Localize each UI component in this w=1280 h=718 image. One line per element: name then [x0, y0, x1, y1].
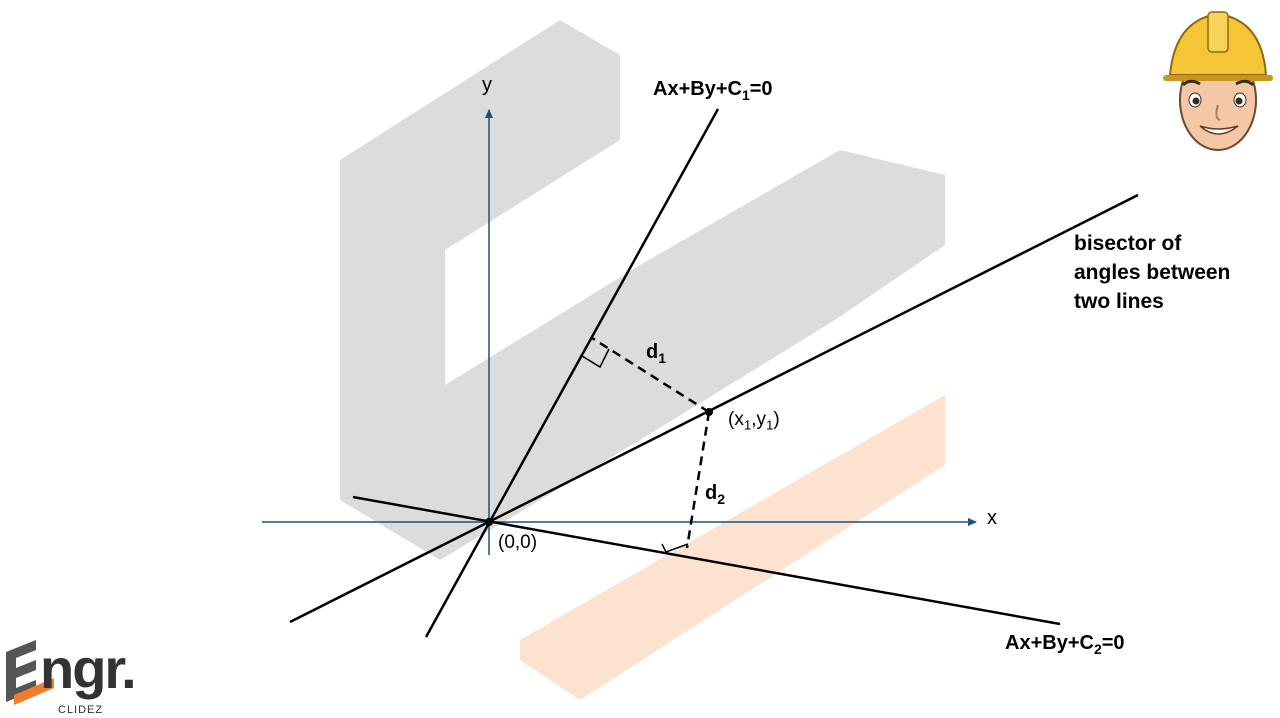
- line-1: [424, 108, 720, 638]
- distance-1-dashed: [591, 336, 710, 414]
- line-2-equation: Ax+By+C2=0: [1005, 632, 1125, 657]
- distance-1-label: d1: [646, 341, 667, 366]
- bisector-line: [289, 193, 1139, 624]
- distance-2-dashed: [685, 411, 711, 549]
- point-label: (x1,y1): [728, 409, 780, 433]
- line-1-equation: Ax+By+C1=0: [653, 78, 773, 103]
- origin-point: [485, 518, 493, 526]
- logo-subtext: CLIDEZ: [58, 704, 104, 716]
- bisector-note: bisector of angles between two lines: [1074, 229, 1274, 316]
- watermark-gray-shape: [340, 20, 945, 560]
- y-axis-label: y: [482, 74, 492, 96]
- bisector-note-line-1: bisector of: [1074, 232, 1182, 255]
- line-2: [352, 495, 1061, 626]
- bisector-note-line-3: two lines: [1074, 290, 1164, 313]
- logo-mark-orange: [14, 678, 54, 705]
- logo-mark-gray: [6, 640, 36, 702]
- watermark-orange-shape: [520, 395, 945, 700]
- point-x1-y1: [705, 408, 713, 416]
- logo-wordmark: ngr.: [40, 637, 137, 700]
- bisector-note-line-2: angles between: [1074, 261, 1231, 284]
- right-angle-mark-2: [661, 543, 689, 553]
- x-axis-label: x: [987, 507, 997, 529]
- distance-2-label: d2: [705, 482, 726, 507]
- origin-label: (0,0): [498, 532, 538, 553]
- right-angle-mark-1: [581, 348, 610, 369]
- engineer-mascot: [1163, 11, 1273, 151]
